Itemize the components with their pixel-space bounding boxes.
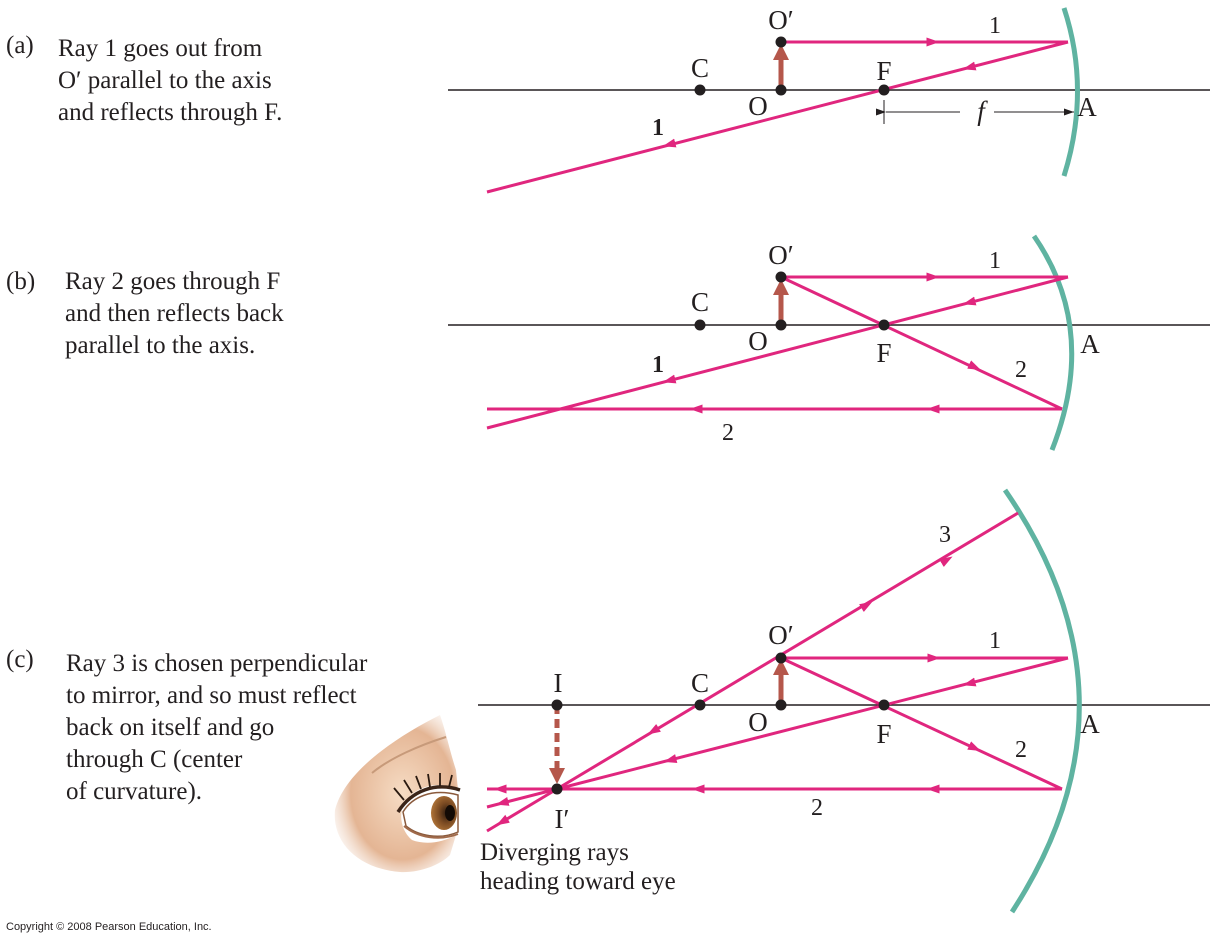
copyright-notice: Copyright © 2008 Pearson Education, Inc. bbox=[6, 921, 212, 933]
label-o: O bbox=[748, 326, 768, 356]
label-o-prime: O′ bbox=[768, 620, 793, 650]
caption-line: Diverging rays bbox=[480, 839, 629, 866]
point-f bbox=[878, 699, 890, 711]
caption-line: through C (center bbox=[66, 746, 243, 773]
caption-line: Ray 3 is chosen perpendicular bbox=[66, 650, 368, 677]
diverging-ray bbox=[486, 787, 558, 833]
label-i-prime: I′ bbox=[555, 804, 570, 834]
label-ray-1-out: 1 bbox=[652, 352, 664, 378]
eye-skin bbox=[334, 715, 458, 873]
label-ray-2-out: 2 bbox=[811, 795, 823, 821]
label-c: C bbox=[691, 668, 709, 698]
panel-b-caption: Ray 2 goes through F and then reflects b… bbox=[65, 266, 284, 362]
caption-line: heading toward eye bbox=[480, 868, 676, 895]
point-f bbox=[878, 84, 890, 96]
label-o: O bbox=[748, 707, 768, 737]
ray-2-incident bbox=[780, 275, 1063, 411]
label-o-prime: O′ bbox=[768, 240, 793, 270]
label-ray-3: 3 bbox=[939, 522, 951, 548]
label-f: F bbox=[876, 719, 891, 749]
label-o-prime: O′ bbox=[768, 5, 793, 35]
eye-caption: Diverging rays heading toward eye bbox=[480, 838, 676, 896]
point-i-prime bbox=[551, 783, 563, 795]
image-arrowhead bbox=[549, 768, 565, 784]
label-ray-2-out: 2 bbox=[722, 420, 734, 446]
label-o: O bbox=[748, 91, 768, 121]
panel-c-label: (c) bbox=[6, 646, 34, 673]
label-a: A bbox=[1077, 92, 1097, 122]
label-i: I bbox=[554, 668, 563, 698]
panel-b-label: (b) bbox=[6, 268, 36, 295]
ray-1-reflected bbox=[556, 656, 1069, 791]
panel-b-diagram: O′ C O F A 1 1 2 2 bbox=[448, 234, 1210, 451]
label-f: F bbox=[876, 56, 891, 86]
ray-3 bbox=[556, 511, 1019, 791]
point-c bbox=[694, 699, 706, 711]
eye-illustration bbox=[334, 715, 461, 873]
label-a: A bbox=[1080, 329, 1100, 359]
label-focal-length: f bbox=[977, 96, 988, 126]
label-ray-2: 2 bbox=[1015, 737, 1027, 763]
eyelashes bbox=[393, 773, 453, 801]
caption-line: back on itself and go bbox=[66, 714, 275, 741]
pupil bbox=[445, 805, 455, 821]
point-c bbox=[694, 84, 706, 96]
point-f bbox=[878, 319, 890, 331]
ray-2-incident bbox=[780, 656, 1063, 791]
panel-a-diagram: O′ C O F A 1 1 f bbox=[448, 5, 1210, 194]
caption-line: and then reflects back bbox=[65, 300, 284, 327]
panel-a-label: (a) bbox=[6, 32, 34, 59]
point-i bbox=[551, 699, 563, 711]
caption-line: Ray 2 goes through F bbox=[65, 268, 281, 295]
point-c bbox=[694, 319, 706, 331]
diverging-ray bbox=[486, 787, 558, 809]
ray-1-reflected bbox=[486, 275, 1069, 430]
eyebrow-crease bbox=[371, 736, 447, 774]
concave-mirror bbox=[1061, 7, 1080, 177]
panel-a-caption: Ray 1 goes out from O′ parallel to the a… bbox=[58, 33, 282, 129]
point-o bbox=[775, 84, 787, 96]
label-c: C bbox=[691, 287, 709, 317]
label-ray-1: 1 bbox=[989, 13, 1001, 39]
lower-eyelid bbox=[403, 825, 459, 839]
point-o-prime bbox=[775, 271, 787, 283]
label-ray-2: 2 bbox=[1015, 357, 1027, 383]
label-ray-1-out: 1 bbox=[652, 115, 664, 141]
label-a: A bbox=[1080, 709, 1100, 739]
caption-line: Ray 1 goes out from bbox=[58, 35, 263, 62]
concave-mirror bbox=[1031, 234, 1075, 451]
label-ray-1: 1 bbox=[989, 628, 1001, 654]
caption-line: parallel to the axis. bbox=[65, 332, 256, 359]
panel-c-caption: Ray 3 is chosen perpendicular to mirror,… bbox=[66, 648, 367, 808]
panel-c-diagram: O′ C I O F A I′ 3 1 2 2 bbox=[334, 488, 1210, 914]
caption-line: and reflects through F. bbox=[58, 99, 283, 126]
concave-mirror bbox=[1002, 488, 1082, 914]
label-c: C bbox=[691, 53, 709, 83]
point-o-prime bbox=[775, 36, 787, 48]
iris bbox=[431, 796, 457, 830]
caption-line: of curvature). bbox=[66, 778, 203, 805]
caption-line: O′ parallel to the axis bbox=[58, 67, 272, 94]
label-ray-1: 1 bbox=[989, 248, 1001, 274]
point-o bbox=[775, 319, 787, 331]
point-o-prime bbox=[775, 652, 787, 664]
caption-line: to mirror, and so must reflect bbox=[66, 682, 357, 709]
label-f: F bbox=[876, 338, 891, 368]
upper-eyelid bbox=[396, 785, 461, 813]
point-o bbox=[775, 699, 787, 711]
